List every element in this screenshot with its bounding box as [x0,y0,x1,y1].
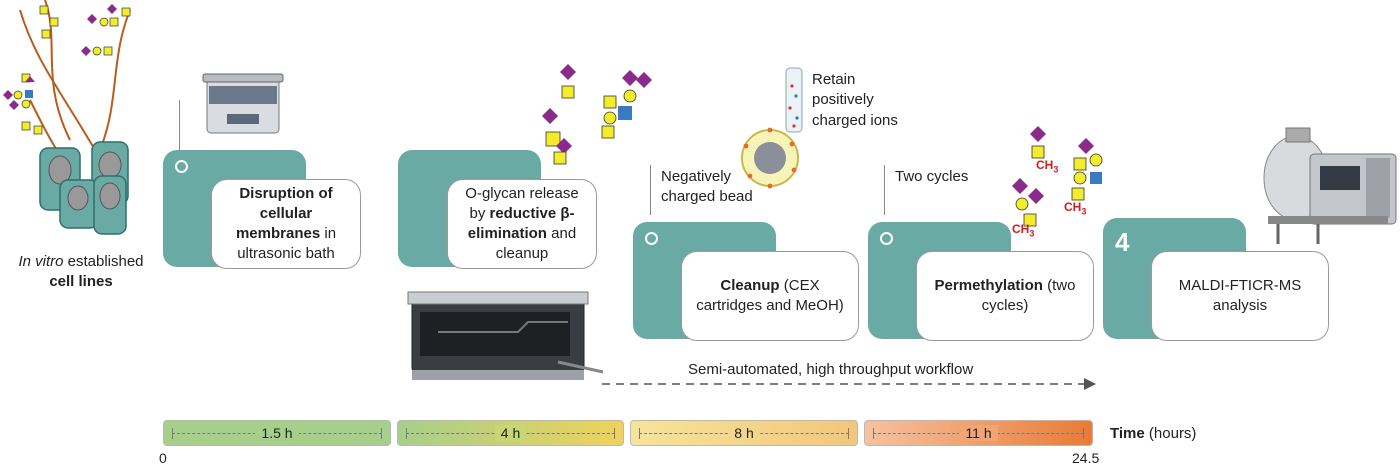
workflow-arrow [602,378,1096,390]
step4-connector [884,165,885,215]
step1-tab-hole [175,160,188,173]
step1-bold: Disruption of cellular membranes [235,184,333,243]
timeline-segment-2-label: 4 h [494,425,527,441]
time-axis-label-bold: Time [1110,425,1145,442]
step2-text-before: O-glycan release by [465,184,579,222]
timeline-segment-2-cap-left [406,428,407,439]
negative-bead-note: Negatively charged bead [661,168,753,206]
step2-text-after: and cleanup [495,225,577,263]
cell-lines-label: In vitro established cell lines [6,252,156,293]
methyl-label-1-sub: 3 [1053,164,1059,175]
mass-spectrometer-graphic [1263,127,1397,244]
step1-connector [179,100,180,150]
step5-number: 4 [1115,227,1130,257]
methyl-label-2: CH3 [1064,200,1086,216]
methyl-label-2-sub: 3 [1081,206,1087,217]
timeline-segment-4-cap-right [1083,428,1084,439]
cell-lines-graphic [3,0,131,235]
step3-text-after: (CEX cartridges and MeOH) [696,276,844,314]
step5-text-after: MALDI-FTICR-MS analysis [1178,276,1302,314]
step3-bold: Cleanup [720,276,780,294]
ultrasonic-bath-graphic [202,73,284,134]
glycan-structures-graphic [542,64,652,165]
timeline-segment-4-cap-left [873,428,874,439]
methyl-label-3: CH3 [1012,222,1034,238]
automated-workstation-graphic [407,291,604,380]
timeline-segment-3: 8 h [630,420,858,446]
timeline-segment-1: 1.5 h [163,420,391,446]
timeline-segment-3-cap-left [639,428,640,439]
time-axis-label-rest: (hours) [1144,425,1197,442]
cell-lines-label-italic: In vitro [18,253,64,270]
timeline-segment-3-cap-right [848,428,849,439]
step3-connector [650,165,651,215]
step1-text-after: in ultrasonic bath [237,225,337,263]
time-axis-label: Time (hours) [1110,425,1196,442]
workflow-label: Semi-automated, high throughput workflow [688,361,974,378]
step3-card: Cleanup (CEX cartridges and MeOH) [681,251,859,341]
methyl-label-1: CH3 [1036,158,1058,174]
step4-tab-hole [880,232,893,245]
timeline-segment-1-cap-right [381,428,382,439]
methyl-label-1-ch: CH [1036,158,1054,172]
timeline-segment-2: 4 h [397,420,624,446]
two-cycles-note: Two cycles [895,168,969,185]
timeline-segment-2-cap-right [614,428,615,439]
methyl-label-3-ch: CH [1012,222,1030,236]
timeline-segment-4: 11 h [864,420,1093,446]
step2-bold: reductive β-elimination [467,204,575,242]
timeline-segment-1-cap-left [172,428,173,439]
step1-card: Disruption of cellular membranes in ultr… [211,179,361,269]
step4-bold: Permethylation [934,276,1043,294]
methyl-label-3-sub: 3 [1029,228,1035,239]
timeline-segment-1-label: 1.5 h [255,425,299,441]
cell-lines-label-rest: established [67,253,144,270]
step3-tab-hole [645,232,658,245]
cell-lines-illustration [0,0,160,250]
step2-card: O-glycan release by reductive β-eliminat… [447,179,597,269]
step4-text-after: (two cycles) [981,276,1076,314]
step4-card: Permethylation (two cycles) [916,251,1094,341]
permethylated-glycans-graphic [1012,126,1103,227]
timeline-axis-start: 0 [159,450,167,466]
cell-lines-label-bold: cell lines [49,273,113,291]
bead-and-tube-graphic [741,67,803,189]
methyl-label-2-ch: CH [1064,200,1082,214]
timeline-axis-end: 24.5 [1072,450,1100,466]
timeline-segment-3-label: 8 h [728,425,760,441]
step5-card: MALDI-FTICR-MS analysis [1151,251,1329,341]
timeline-segment-4-label: 11 h [959,425,998,441]
retain-ions-note: Retain positively charged ions [812,71,898,129]
